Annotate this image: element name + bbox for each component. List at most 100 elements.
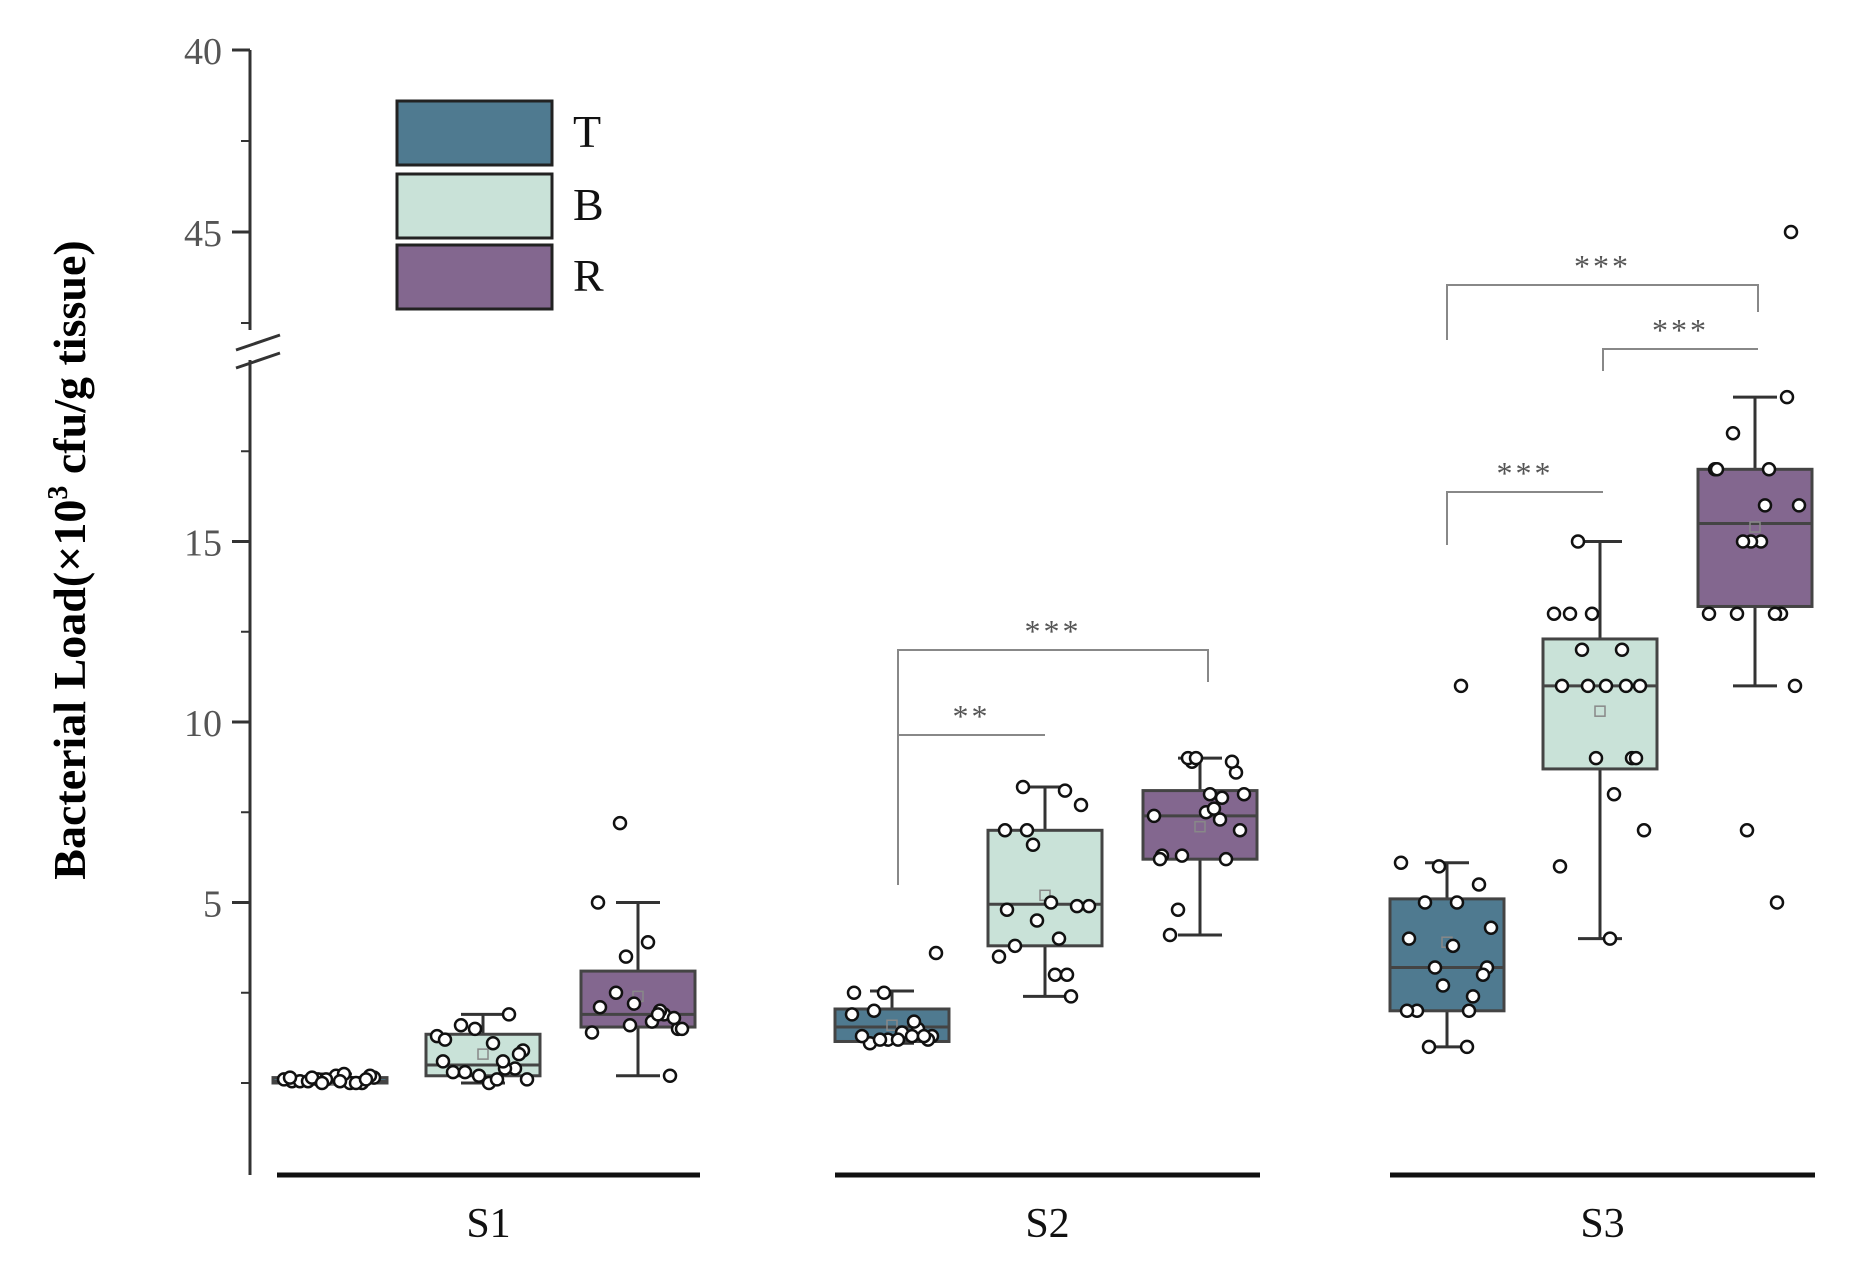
significance-bracket: *** bbox=[1446, 248, 1759, 340]
data-point bbox=[1453, 678, 1469, 694]
legend-entry-t: T bbox=[395, 99, 601, 167]
group-label-s1: S1 bbox=[466, 1201, 510, 1247]
data-point bbox=[854, 1028, 870, 1044]
data-point bbox=[1602, 931, 1618, 946]
data-point bbox=[1043, 895, 1059, 910]
data-point bbox=[457, 1064, 473, 1080]
data-point bbox=[1475, 967, 1491, 982]
data-point bbox=[1757, 498, 1773, 513]
data-point bbox=[1598, 678, 1614, 694]
y-tick-label: 45 bbox=[184, 213, 222, 255]
data-point bbox=[1214, 790, 1230, 806]
box-s1-b bbox=[424, 1007, 542, 1091]
data-point bbox=[1224, 754, 1240, 769]
data-point bbox=[1767, 606, 1783, 621]
data-point bbox=[511, 1046, 527, 1062]
y-axis-label-main: Bacterial Load(×10 bbox=[44, 500, 95, 880]
data-point bbox=[916, 1028, 932, 1044]
data-point bbox=[1584, 606, 1600, 621]
mean-marker bbox=[1194, 820, 1206, 833]
significance-label: *** bbox=[1025, 613, 1082, 649]
data-point bbox=[1015, 779, 1031, 795]
data-point bbox=[1162, 927, 1178, 943]
data-point bbox=[618, 949, 634, 964]
data-point bbox=[1401, 931, 1417, 946]
data-point bbox=[1393, 855, 1409, 871]
data-point bbox=[1570, 534, 1586, 549]
data-point bbox=[1769, 895, 1785, 910]
data-point bbox=[666, 1010, 682, 1026]
data-point bbox=[876, 985, 892, 1000]
data-point bbox=[1152, 851, 1168, 867]
data-point bbox=[1174, 848, 1190, 863]
data-point bbox=[640, 934, 656, 950]
data-point bbox=[1047, 967, 1063, 982]
data-point bbox=[1459, 1039, 1475, 1055]
data-point bbox=[1063, 989, 1079, 1004]
data-point bbox=[495, 1054, 511, 1069]
data-point bbox=[1232, 823, 1248, 838]
data-point bbox=[1069, 898, 1085, 914]
data-point bbox=[872, 1032, 888, 1047]
data-point bbox=[1218, 851, 1234, 867]
data-point bbox=[1465, 989, 1481, 1004]
data-point bbox=[1636, 823, 1652, 838]
box-s3-r bbox=[1696, 224, 1814, 910]
significance-bracket: *** bbox=[897, 613, 1209, 885]
y-tick-label: 40 bbox=[184, 31, 222, 73]
data-point bbox=[612, 815, 628, 831]
y-tick-label: 10 bbox=[184, 703, 222, 745]
data-point bbox=[1417, 895, 1433, 910]
significance-label: ** bbox=[953, 698, 991, 734]
data-point bbox=[1614, 642, 1630, 658]
data-point bbox=[1461, 1003, 1477, 1019]
data-point bbox=[485, 1036, 501, 1051]
data-point bbox=[592, 999, 608, 1015]
data-point bbox=[1580, 678, 1596, 694]
data-point bbox=[928, 945, 944, 961]
data-point bbox=[1073, 797, 1089, 813]
y-axis-label: Bacterial Load(×103 cfu/g tissue) bbox=[43, 240, 95, 879]
data-point bbox=[445, 1064, 461, 1080]
data-point bbox=[650, 1007, 666, 1022]
data-point bbox=[1029, 913, 1045, 928]
data-point bbox=[1729, 606, 1745, 621]
data-point bbox=[1212, 812, 1228, 827]
significance-bracket: *** bbox=[1446, 455, 1603, 545]
box-iqr bbox=[1388, 897, 1506, 1013]
box-s2-t bbox=[833, 945, 951, 1051]
data-point bbox=[997, 823, 1013, 838]
data-point bbox=[890, 1032, 906, 1047]
significance-annotations: ************** bbox=[897, 248, 1759, 885]
data-point bbox=[1546, 606, 1562, 621]
data-point bbox=[1787, 678, 1803, 694]
data-point bbox=[1057, 783, 1073, 798]
data-point bbox=[1552, 859, 1568, 874]
y-axis-label-tail: cfu/g tissue) bbox=[44, 240, 95, 485]
data-point bbox=[1188, 750, 1204, 766]
data-point bbox=[1007, 938, 1023, 954]
data-point bbox=[991, 949, 1007, 964]
data-point bbox=[501, 1007, 517, 1022]
data-point bbox=[1791, 498, 1807, 513]
significance-label: *** bbox=[1574, 248, 1631, 284]
data-point bbox=[1739, 823, 1755, 838]
bracket-line bbox=[1602, 348, 1758, 371]
mean-marker bbox=[1594, 705, 1606, 717]
data-point bbox=[1051, 931, 1067, 946]
box-s3-t bbox=[1388, 678, 1506, 1055]
data-point bbox=[314, 1075, 330, 1091]
data-point bbox=[674, 1021, 690, 1037]
data-point bbox=[866, 1003, 882, 1019]
data-point bbox=[1554, 678, 1570, 694]
legend-label: B bbox=[573, 179, 604, 230]
legend-entry-r: R bbox=[395, 243, 604, 311]
data-point bbox=[489, 1072, 505, 1087]
axis-break-mark bbox=[235, 333, 281, 352]
data-point bbox=[1574, 642, 1590, 658]
box-iqr bbox=[986, 828, 1104, 948]
legend-swatch bbox=[395, 99, 554, 167]
y-tick-label: 15 bbox=[184, 523, 222, 565]
data-point bbox=[1431, 859, 1447, 874]
